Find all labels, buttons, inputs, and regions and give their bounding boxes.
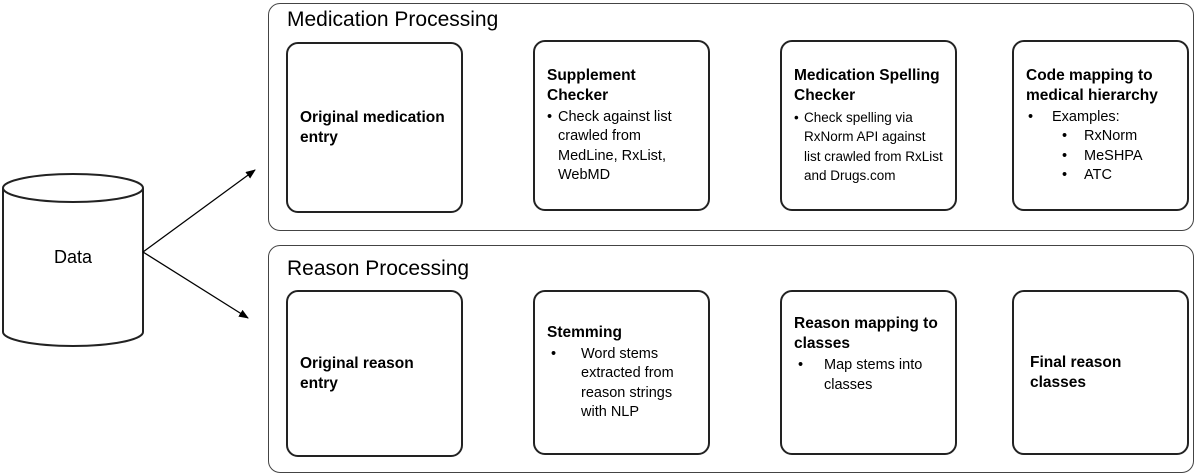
reason-mapping-box[interactable]: Reason mapping to classes • Map stems int…: [780, 290, 957, 455]
box-item: Check against list crawled from MedLine,…: [558, 108, 672, 184]
box-sub-item: MeSHPA: [1084, 147, 1143, 164]
connector-to-medication-panel: [142, 169, 256, 253]
original-reason-entry-box[interactable]: Original reason entry: [286, 290, 463, 457]
box-sub-item: ATC: [1084, 167, 1112, 183]
medication-spelling-checker-box[interactable]: Medication Spelling Checker • Check spell…: [780, 40, 957, 211]
bullet-icon: •: [1028, 108, 1034, 125]
box-title: Medication Spelling Checker: [794, 66, 940, 104]
box-item: Examples:: [1052, 108, 1120, 125]
bullet-icon: •: [798, 357, 804, 373]
box-title: Final reason classes: [1030, 353, 1122, 391]
box-item: Map stems into classes: [824, 357, 923, 393]
box-title: Supplement Checker: [547, 66, 636, 104]
box-item: Word stems extracted from reason strings…: [581, 345, 674, 421]
box-title: Original medication entry: [300, 108, 445, 146]
box-title: Original reason entry: [300, 354, 414, 392]
box-title: Stemming: [547, 323, 622, 341]
database-cylinder-icon[interactable]: [2, 173, 144, 347]
bullet-icon: •: [547, 108, 553, 125]
box-title: Code mapping to medical hierarchy: [1026, 66, 1158, 104]
connector-to-reason-panel: [142, 251, 249, 319]
bullet-icon: •: [1062, 147, 1068, 164]
panel-title: Medication Processing: [287, 8, 499, 31]
original-medication-entry-box[interactable]: Original medication entry: [286, 42, 463, 213]
data-store-label: Data: [53, 247, 93, 267]
box-sub-item: RxNorm: [1084, 128, 1138, 144]
bullet-icon: •: [551, 345, 557, 362]
stemming-box[interactable]: Stemming • Word stems extracted from reas…: [533, 290, 710, 455]
final-reason-classes-box[interactable]: Final reason classes: [1012, 290, 1189, 455]
box-title: Reason mapping to classes: [794, 315, 938, 352]
box-item: Check spelling via RxNorm API against li…: [804, 109, 943, 184]
bullet-icon: •: [1062, 128, 1068, 144]
supplement-checker-box[interactable]: Supplement Checker • Check against list c…: [533, 40, 710, 211]
code-mapping-box[interactable]: Code mapping to medical hierarchy • Examp…: [1012, 40, 1189, 211]
panel-title: Reason Processing: [287, 257, 470, 280]
bullet-icon: •: [794, 109, 799, 125]
bullet-icon: •: [1062, 167, 1068, 183]
